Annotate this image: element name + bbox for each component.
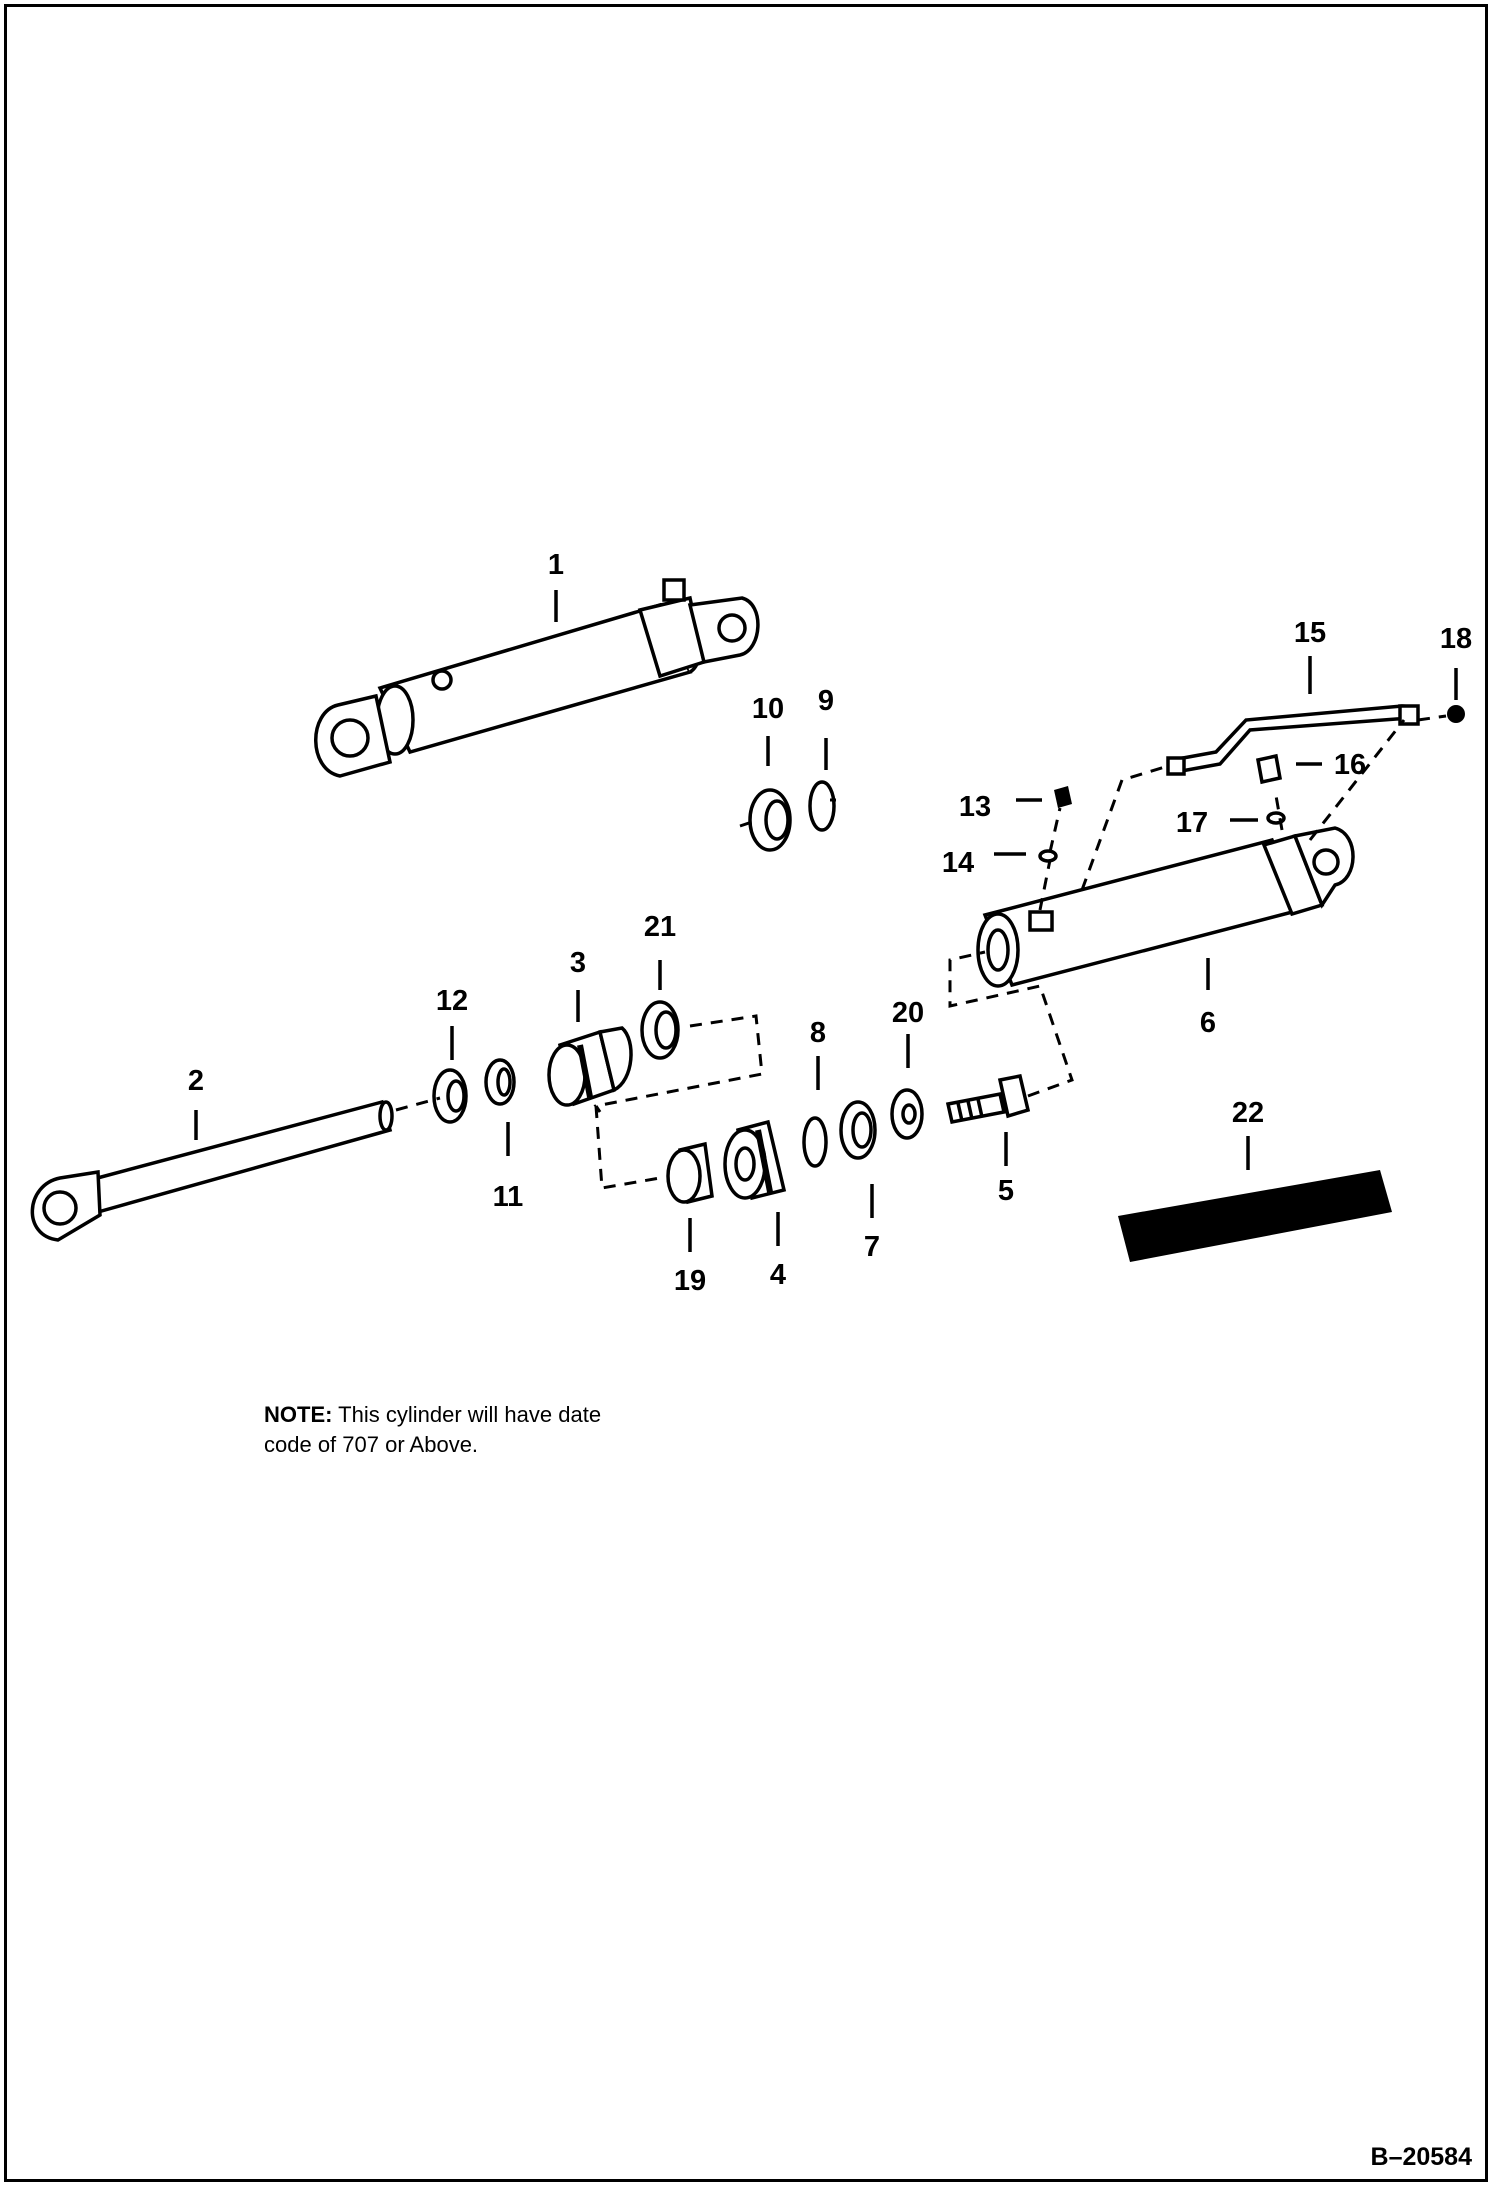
piston-rod (30, 1099, 394, 1242)
diagram-frame (4, 4, 1488, 2182)
callout-8: 8 (810, 1017, 826, 1049)
fitting-13 (1054, 786, 1072, 808)
o-ring-14 (1038, 849, 1058, 863)
callout-3: 3 (570, 947, 586, 979)
gland-3 (547, 1026, 633, 1107)
plug-18 (1447, 705, 1465, 723)
callout-15: 15 (1294, 617, 1326, 649)
callout-17: 17 (1176, 807, 1208, 839)
callout-12: 12 (436, 985, 468, 1017)
assembly-lines (395, 714, 1447, 1190)
callout-labels: 1 2 3 4 5 6 7 8 9 10 11 12 13 14 15 16 1… (188, 549, 1472, 1297)
o-ring-8 (802, 1116, 828, 1168)
assembled-cylinder (314, 578, 760, 778)
callout-13: 13 (959, 791, 991, 823)
callout-10: 10 (752, 693, 784, 725)
washer-20 (890, 1088, 924, 1140)
seal-kit-22 (1118, 1170, 1392, 1262)
note-label: NOTE: (264, 1402, 333, 1427)
note-line-1: NOTE: This cylinder will have date (264, 1400, 784, 1430)
note-text-1: This cylinder will have date (338, 1402, 602, 1427)
callout-22: 22 (1232, 1097, 1264, 1129)
o-ring-9 (808, 780, 836, 832)
callout-20: 20 (892, 997, 924, 1029)
callout-16: 16 (1334, 749, 1366, 781)
ring-11 (484, 1058, 516, 1106)
tube-15 (1166, 704, 1420, 776)
callout-19: 19 (674, 1265, 706, 1297)
callout-14: 14 (942, 847, 974, 879)
note-text-2: code of 707 or Above. (264, 1432, 479, 1457)
callout-5: 5 (998, 1175, 1014, 1207)
seal-21 (640, 1000, 680, 1060)
callout-leaders (194, 590, 1458, 1252)
callout-1: 1 (548, 549, 564, 581)
figure-id: B–20584 (1370, 2143, 1472, 2171)
callout-4: 4 (770, 1259, 786, 1291)
callout-11: 11 (493, 1181, 524, 1213)
seal-7 (839, 1100, 877, 1160)
callout-2: 2 (188, 1065, 204, 1097)
note-line-2: code of 707 or Above. (264, 1430, 784, 1460)
ring-12 (432, 1068, 468, 1124)
callout-7: 7 (864, 1231, 880, 1263)
spacer-19 (666, 1141, 714, 1205)
callout-21: 21 (644, 911, 676, 943)
bolt-5 (945, 1073, 1031, 1125)
callout-18: 18 (1440, 623, 1472, 655)
note-block: NOTE: This cylinder will have date code … (264, 1400, 784, 1460)
piston-4 (723, 1119, 787, 1201)
callout-9: 9 (818, 685, 834, 717)
fitting-16 (1255, 753, 1283, 785)
seal-10 (748, 788, 792, 852)
callout-6: 6 (1200, 1007, 1216, 1039)
cylinder-barrel (976, 826, 1355, 988)
